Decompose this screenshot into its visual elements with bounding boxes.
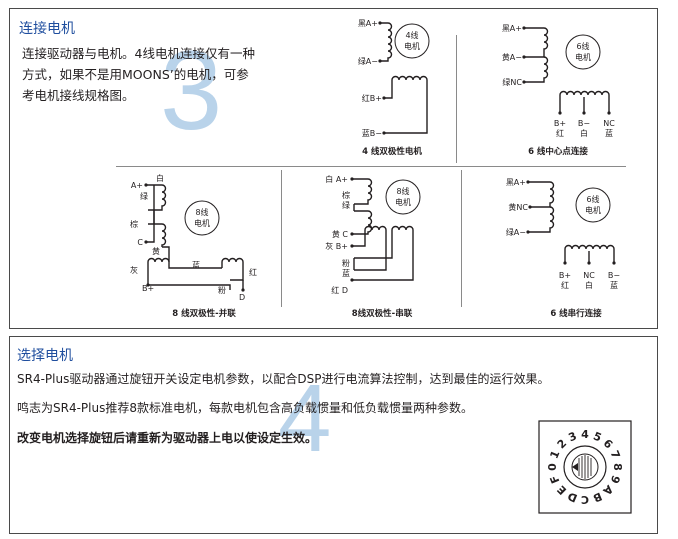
- wire-label: NC: [603, 119, 615, 128]
- wire-label: NC: [583, 271, 595, 280]
- wire-label: B−: [578, 119, 590, 128]
- select-paragraph-2: 鸣志为SR4-Plus推荐8款标准电机，每款电机包含高负载惯量和低负载惯量两种参…: [17, 401, 473, 415]
- diagram-8-wire-series: 白 A+ 棕 绿 黄 C 灰 B+ 粉 蓝 红 D 8线 电机 8线双极性-串联: [325, 174, 421, 319]
- wire-label: 黄 C: [332, 229, 349, 239]
- wire-label: 蓝B−: [362, 128, 382, 138]
- diagram-caption: 8线双极性-串联: [352, 308, 413, 319]
- motor-label: 4线: [405, 30, 418, 40]
- divider-vertical-left: [281, 170, 282, 307]
- diagram-6-wire-series: 黑A+ 黄NC 绿A− B+ 红 NC 白 B− 蓝 6线 电机 6 线串行连接: [506, 178, 620, 319]
- divider-vertical-top: [456, 35, 457, 163]
- wire-label: 灰 B+: [325, 241, 348, 251]
- wire-label: 红: [556, 128, 564, 138]
- divider-horizontal: [116, 166, 626, 167]
- motor-label: 8线: [195, 207, 208, 217]
- wire-label: 红 D: [331, 285, 348, 295]
- wire-label: 红: [249, 267, 257, 277]
- dial-digit: C: [581, 493, 589, 506]
- diagram-caption: 4 线双极性电机: [362, 146, 422, 157]
- dial-digit: D: [566, 489, 579, 505]
- divider-vertical-right: [461, 170, 462, 307]
- motor-label: 6线: [586, 194, 599, 204]
- connect-motor-panel: 3 连接电机 连接驱动器与电机。4线电机连接仅有一种 方式，如果不是用MOONS…: [9, 8, 658, 329]
- wire-label: 棕: [130, 219, 138, 229]
- wire-label: B+: [142, 284, 154, 293]
- wire-label: 蓝: [605, 128, 613, 138]
- wire-label: 红: [561, 280, 569, 290]
- motor-label: 电机: [404, 41, 420, 51]
- section-title-connect: 连接电机: [19, 21, 75, 37]
- wire-label: 黄: [152, 246, 160, 256]
- wire-label: 粉: [342, 258, 350, 268]
- dial-digit: 8: [611, 463, 624, 471]
- wire-label: 绿: [140, 192, 148, 201]
- wire-label: 绿NC: [502, 78, 522, 87]
- wire-label: 棕: [342, 190, 350, 200]
- wire-label: 绿: [342, 201, 350, 210]
- wire-label: B+: [554, 119, 566, 128]
- wire-label: 蓝: [610, 280, 618, 290]
- connect-description: 连接驱动器与电机。4线电机连接仅有一种 方式，如果不是用MOONS’的电机，可参…: [22, 43, 255, 106]
- wire-label: 绿A−: [358, 57, 378, 66]
- connect-line-1: 连接驱动器与电机。4线电机连接仅有一种: [22, 46, 255, 61]
- wire-label: B+: [559, 271, 571, 280]
- step-number-3: 3: [160, 28, 223, 153]
- wire-label: B−: [608, 271, 620, 280]
- wire-label: 粉: [218, 285, 226, 295]
- select-paragraph-3: 改变电机选择旋钮后请重新为驱动器上电以使设定生效。: [17, 431, 318, 445]
- diagram-4-wire: 黑A+ 绿A− 红B+ 蓝B− 4线 电机 4 线双极性电机: [358, 19, 430, 157]
- wire-label: 灰: [130, 265, 138, 275]
- select-paragraph-1: SR4-Plus驱动器通过旋钮开关设定电机参数，以配合DSP进行电流算法控制，达…: [17, 372, 550, 386]
- diagram-caption: 6 线中心点连接: [528, 146, 588, 157]
- wire-label: 黑A+: [506, 178, 526, 187]
- wire-label: 红B+: [362, 93, 382, 103]
- diagram-8-wire-parallel: A+ 白 绿 棕 C 黄 灰 蓝 红 B+ 粉 D 8线 电机 8 线双极性-并…: [130, 173, 257, 319]
- wire-label: C: [137, 238, 143, 247]
- wire-label: D: [239, 293, 245, 302]
- motor-label: 电机: [585, 205, 601, 215]
- dial-digit: 4: [581, 428, 589, 441]
- motor-label: 电机: [395, 197, 411, 207]
- motor-label: 电机: [575, 52, 591, 62]
- wire-label: 白: [156, 173, 164, 183]
- connect-line-2: 方式，如果不是用MOONS’的电机，可参: [22, 67, 249, 82]
- wire-label: 蓝: [342, 268, 350, 278]
- wire-label: 白: [585, 280, 593, 290]
- wire-label: 黑A+: [358, 19, 378, 28]
- wire-label: 白: [580, 128, 588, 138]
- wire-label: 白 A+: [325, 174, 348, 184]
- wire-label: A+: [131, 181, 143, 190]
- wire-label: 绿A−: [506, 228, 526, 237]
- motor-label: 电机: [194, 218, 210, 228]
- section-title-select: 选择电机: [17, 348, 73, 364]
- dial-digit: F: [548, 473, 563, 485]
- dial-digit: 0: [546, 463, 559, 471]
- wire-label: 黄A−: [502, 52, 522, 62]
- wire-label: 蓝: [192, 260, 200, 270]
- diagram-caption: 6 线串行连接: [550, 308, 602, 319]
- wire-label: 黑A+: [502, 24, 522, 33]
- connect-line-3: 考电机接线规格图。: [22, 88, 135, 103]
- diagram-caption: 8 线双极性-并联: [172, 308, 236, 319]
- motor-label: 8线: [396, 186, 409, 196]
- diagram-6-wire-center: 黑A+ 黄A− 绿NC B+ 红 B− 白 NC 蓝 6线 电机 6 线中心点连…: [502, 24, 615, 157]
- wire-label: 黄NC: [508, 202, 528, 212]
- step-number-4: 4: [278, 365, 332, 472]
- motor-label: 6线: [576, 41, 589, 51]
